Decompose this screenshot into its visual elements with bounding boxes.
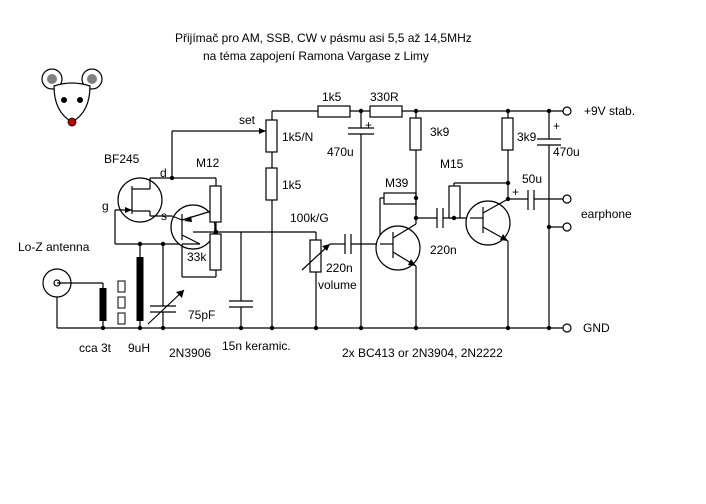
label-220n-volume: 220n bbox=[326, 261, 353, 275]
title-line1: Přijímač pro AM, SSB, CW v pásmu asi 5,5… bbox=[175, 31, 472, 45]
label-transistors-note: 2x BC413 or 2N3904, 2N2222 bbox=[342, 346, 503, 360]
pot-100k-volume bbox=[309, 239, 322, 273]
coil-core bbox=[117, 280, 126, 293]
label-set: set bbox=[239, 113, 256, 127]
label-gnd: GND bbox=[583, 321, 610, 335]
label-220n-mid: 220n bbox=[430, 243, 457, 257]
label-m12: M12 bbox=[196, 156, 220, 170]
label-source: s bbox=[161, 209, 167, 223]
transistor-q2 bbox=[465, 200, 511, 246]
label-1k5-lower: 1k5 bbox=[282, 178, 302, 192]
label-bf245: BF245 bbox=[104, 152, 140, 166]
resistor-3k9-right bbox=[501, 117, 514, 151]
label-2n3906: 2N3906 bbox=[169, 346, 211, 360]
label-gate: g bbox=[102, 199, 109, 213]
resistor-m12 bbox=[209, 185, 222, 223]
label-coil-l: 9uH bbox=[128, 341, 150, 355]
label-supply: +9V stab. bbox=[584, 104, 635, 118]
label-470u-left: 470u bbox=[327, 145, 354, 159]
pot-1k5n bbox=[265, 119, 278, 153]
label-3k9-left: 3k9 bbox=[430, 125, 450, 139]
plus-right: + bbox=[553, 119, 560, 133]
label-1k5-top: 1k5 bbox=[322, 90, 342, 104]
label-100k: 100k/G bbox=[290, 211, 329, 225]
resistor-3k9-left bbox=[409, 117, 422, 151]
label-470u-right: 470u bbox=[553, 145, 580, 159]
resistor-1k5-top bbox=[317, 105, 351, 118]
resistor-1k5-lower bbox=[265, 167, 278, 201]
label-drain: d bbox=[160, 166, 167, 180]
label-antenna: Lo-Z antenna bbox=[18, 240, 90, 254]
earphone-terminal-hot bbox=[562, 194, 572, 204]
label-earphone: earphone bbox=[581, 207, 632, 221]
title-line2: na téma zapojení Ramona Vargase z Limy bbox=[203, 49, 429, 63]
plus-50u: + bbox=[512, 185, 519, 199]
resistor-m39 bbox=[383, 192, 417, 205]
supply-terminal bbox=[562, 106, 572, 116]
label-33k: 33k bbox=[187, 250, 207, 264]
label-m39: M39 bbox=[385, 176, 409, 190]
label-330r: 330R bbox=[370, 90, 399, 104]
earphone-terminal-gnd bbox=[562, 222, 572, 232]
mouse-icon bbox=[41, 68, 103, 127]
label-trim-cap: 75pF bbox=[188, 308, 215, 322]
label-coil-turns: cca 3t bbox=[79, 341, 112, 355]
label-volume: volume bbox=[318, 278, 357, 292]
label-1k5n: 1k5/N bbox=[282, 130, 313, 144]
resistor-m15 bbox=[448, 185, 461, 219]
label-cap-15n: 15n keramic. bbox=[222, 339, 291, 353]
label-m15: M15 bbox=[440, 157, 464, 171]
label-3k9-right: 3k9 bbox=[517, 130, 537, 144]
label-50u: 50u bbox=[522, 172, 542, 186]
gnd-terminal bbox=[562, 323, 572, 333]
resistor-330r bbox=[369, 105, 403, 118]
plus-left: + bbox=[365, 118, 372, 132]
resistor-33k bbox=[209, 233, 222, 271]
transistor-q1 bbox=[375, 225, 421, 271]
